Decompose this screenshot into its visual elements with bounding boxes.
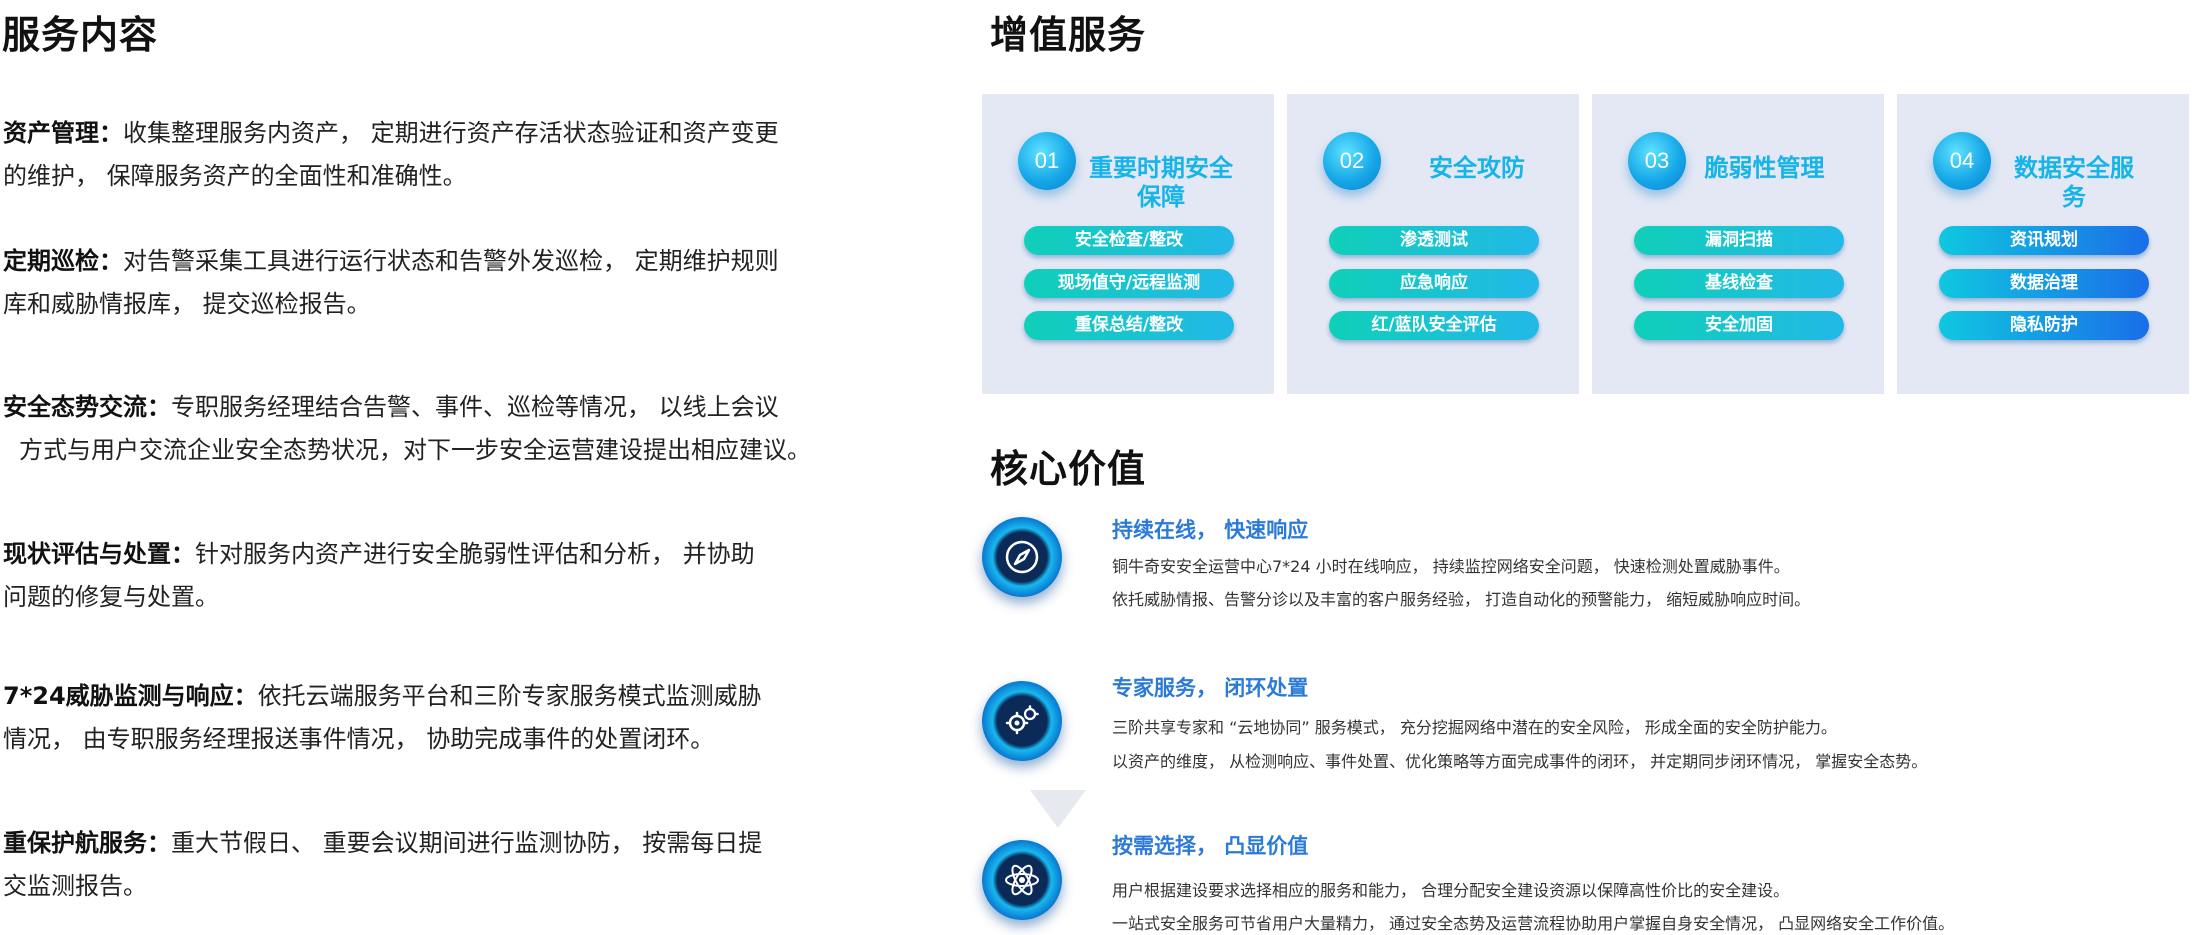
card-pill: 隐私防护 [1939,311,2149,340]
compass-icon [982,517,1062,597]
service-item-status-assessment: 现状评估与处置：针对服务内资产进行安全脆弱性评估和分析， 并协助 问题的修复与处… [3,533,873,619]
card-pill: 红/蓝队安全评估 [1329,311,1539,340]
service-item-text: 专职服务经理结合告警、事件、巡检等情况， 以线上会议 [171,393,779,421]
service-item-text: 针对服务内资产进行安全脆弱性评估和分析， 并协助 [195,540,755,568]
card-number-badge: 02 [1323,132,1381,190]
service-item-text: 问题的修复与处置。 [3,583,219,611]
value-text: 三阶共享专家和 “云地协同” 服务模式， 充分挖掘网络中潜在的安全风险， 形成全… [1112,718,1837,737]
service-item-label: 重保护航服务： [3,829,171,857]
card-pill: 漏洞扫描 [1634,226,1844,255]
service-item-security-posture-exchange: 安全态势交流：专职服务经理结合告警、事件、巡检等情况， 以线上会议 方式与用户交… [3,386,903,472]
value-text: 一站式安全服务可节省用户大量精力， 通过安全态势及运营流程协助用户掌握自身安全情… [1112,914,1955,933]
value-title: 专家服务， 闭环处置 [1112,676,1309,700]
service-item-text: 的维护， 保障服务资产的全面性和准确性。 [3,162,467,190]
value-card-01: 01 重要时期安全保障 安全检查/整改 现场值守/远程监测 重保总结/整改 [982,94,1274,394]
service-content-title: 服务内容 [2,13,159,57]
value-text: 用户根据建设要求选择相应的服务和能力， 合理分配安全建设资源以保障高性价比的安全… [1112,881,1790,900]
card-number-badge: 04 [1933,132,1991,190]
service-item-escort-service: 重保护航服务：重大节假日、 重要会议期间进行监测协防， 按需每日提 交监测报告。 [3,822,873,908]
card-title: 安全攻防 [1429,154,1525,182]
service-item-text: 情况， 由专职服务经理报送事件情况， 协助完成事件的处置闭环。 [3,725,715,753]
service-item-text: 库和威胁情报库， 提交巡检报告。 [3,290,371,318]
card-pill: 资讯规划 [1939,226,2149,255]
card-pill: 应急响应 [1329,269,1539,298]
service-item-label: 7*24威胁监测与响应： [3,682,258,710]
value-card-02: 02 安全攻防 渗透测试 应急响应 红/蓝队安全评估 [1287,94,1579,394]
card-pill: 现场值守/远程监测 [1024,269,1234,298]
card-title: 重要时期安全保障 [1089,154,1233,211]
value-title: 持续在线， 快速响应 [1112,518,1309,542]
service-item-text: 收集整理服务内资产， 定期进行资产存活状态验证和资产变更 [123,119,779,147]
value-text: 依托威胁情报、告警分诊以及丰富的客户服务经验， 打造自动化的预警能力， 缩短威胁… [1112,590,1811,609]
value-added-title: 增值服务 [990,13,1147,57]
service-item-threat-monitoring: 7*24威胁监测与响应：依托云端服务平台和三阶专家服务模式监测威胁 情况， 由专… [3,675,873,761]
card-title: 脆弱性管理 [1704,154,1825,182]
card-number-badge: 03 [1628,132,1686,190]
card-pill: 重保总结/整改 [1024,311,1234,340]
service-item-label: 现状评估与处置： [3,540,195,568]
service-item-label: 定期巡检： [3,247,123,275]
service-item-text: 重大节假日、 重要会议期间进行监测协防， 按需每日提 [171,829,763,857]
service-item-label: 安全态势交流： [3,393,171,421]
service-item-label: 资产管理： [3,119,123,147]
card-pill: 基线检查 [1634,269,1844,298]
gears-icon [982,681,1062,761]
card-pill: 渗透测试 [1329,226,1539,255]
value-text: 铜牛奇安安全运营中心7*24 小时在线响应， 持续监控网络安全问题， 快速检测处… [1112,557,1790,576]
down-arrow-icon [1030,790,1086,828]
service-item-routine-inspection: 定期巡检：对告警采集工具进行运行状态和告警外发巡检， 定期维护规则 库和威胁情报… [3,240,873,326]
service-item-text: 方式与用户交流企业安全态势状况，对下一步安全运营建设提出相应建议。 [19,436,811,464]
card-title: 数据安全服务 [2014,154,2134,211]
service-item-text: 对告警采集工具进行运行状态和告警外发巡检， 定期维护规则 [123,247,779,275]
service-item-asset-management: 资产管理：收集整理服务内资产， 定期进行资产存活状态验证和资产变更 的维护， 保… [3,112,873,198]
value-text: 以资产的维度， 从检测响应、事件处置、优化策略等方面完成事件的闭环， 并定期同步… [1112,752,1928,771]
service-item-text: 依托云端服务平台和三阶专家服务模式监测威胁 [257,682,762,710]
atom-icon [982,840,1062,920]
card-pill: 安全加固 [1634,311,1844,340]
card-pill: 数据治理 [1939,269,2149,298]
card-number-badge: 01 [1018,132,1076,190]
value-card-03: 03 脆弱性管理 漏洞扫描 基线检查 安全加固 [1592,94,1884,394]
value-card-04: 04 数据安全服务 资讯规划 数据治理 隐私防护 [1897,94,2189,394]
service-item-text: 交监测报告。 [3,872,147,900]
card-pill: 安全检查/整改 [1024,226,1234,255]
core-value-title: 核心价值 [990,447,1147,491]
value-title: 按需选择， 凸显价值 [1112,834,1309,858]
